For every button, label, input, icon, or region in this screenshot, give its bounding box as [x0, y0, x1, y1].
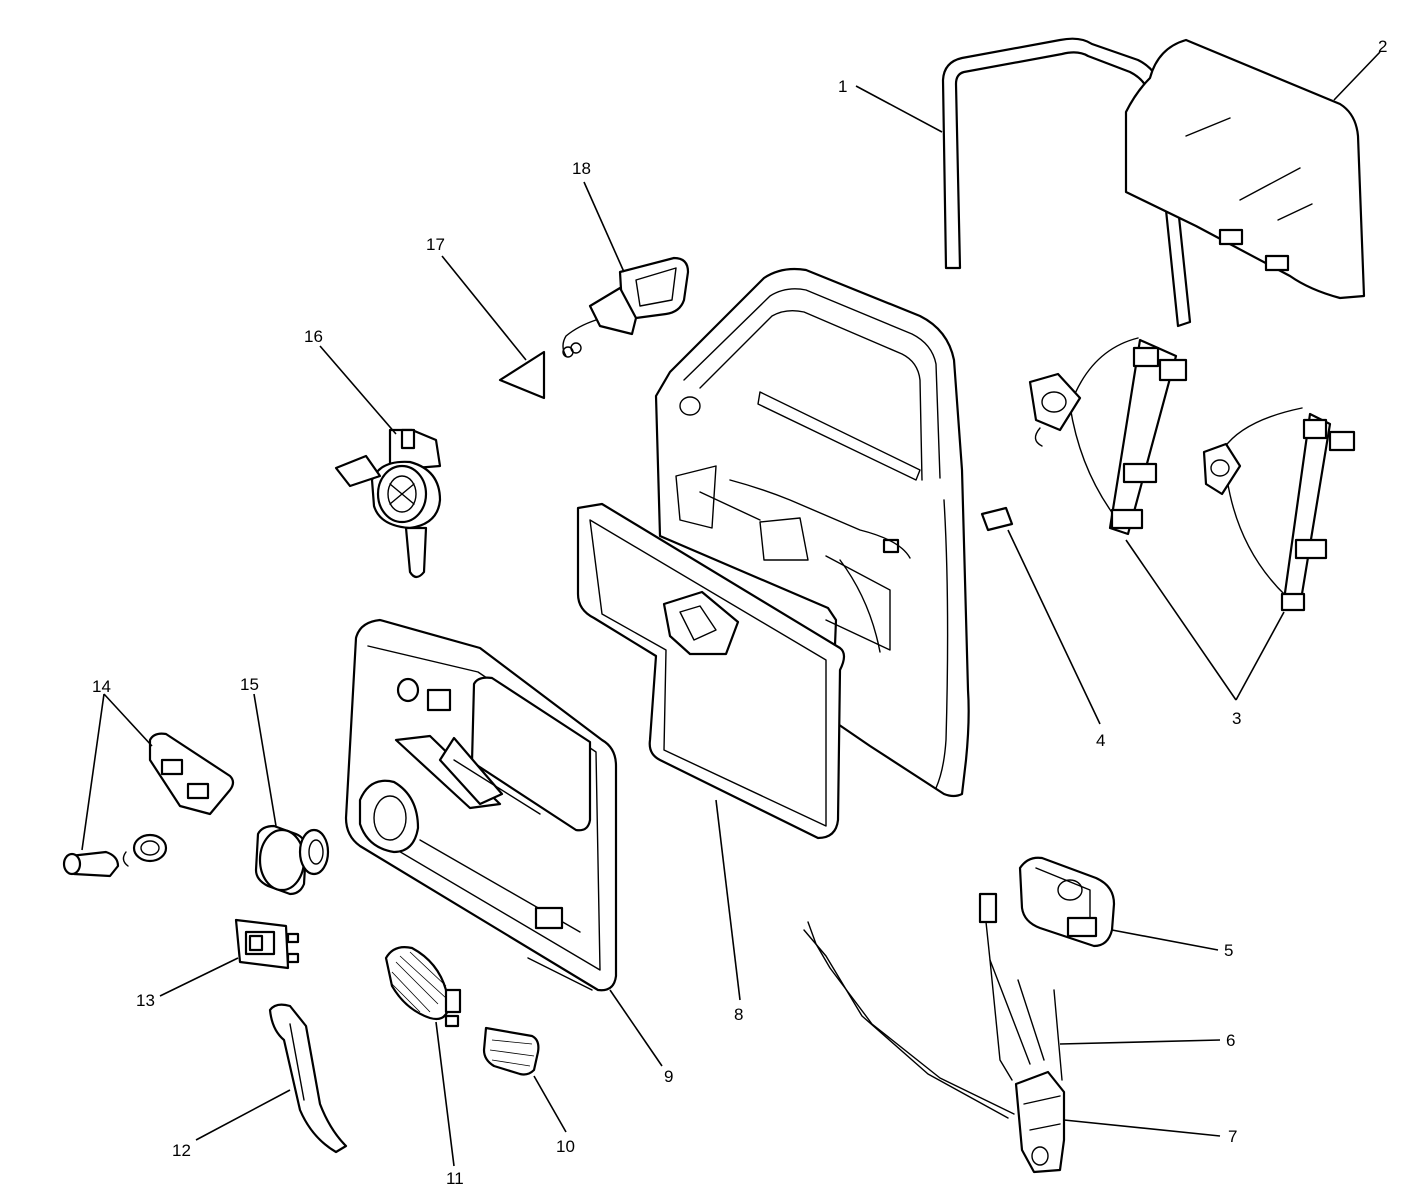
leader-11 [435, 1021, 455, 1167]
callout-17: 17 [426, 235, 445, 254]
leader-3a [1125, 539, 1237, 701]
leader-14a [103, 693, 153, 747]
outside-mirror [562, 256, 690, 358]
leader-3b [1235, 611, 1285, 701]
door-lock-actuator [1018, 856, 1116, 948]
leader-5 [1111, 929, 1219, 951]
leader-7 [1063, 1119, 1221, 1137]
leader-1 [855, 85, 943, 133]
callout-4: 4 [1096, 731, 1105, 750]
window-regulator-front [1028, 337, 1188, 536]
courtesy-lamp-lens [482, 1026, 540, 1076]
leader-13 [159, 957, 239, 997]
callout-7: 7 [1228, 1127, 1237, 1146]
power-window-switch [148, 732, 235, 816]
door-trim-panel [344, 618, 618, 992]
tweeter-speaker-bracket [334, 428, 442, 579]
leader-4 [1007, 529, 1101, 725]
callout-12: 12 [172, 1141, 191, 1160]
callout-8: 8 [734, 1005, 743, 1024]
callout-11: 11 [446, 1169, 464, 1188]
leader-18 [583, 181, 625, 273]
lock-cylinder-parts [62, 833, 168, 878]
mirror-patch-cover [498, 350, 546, 400]
leader-15 [253, 693, 277, 827]
window-run-channel [941, 37, 1192, 328]
callout-14: 14 [92, 677, 111, 696]
callout-2: 2 [1378, 37, 1387, 56]
leader-8 [715, 799, 741, 1001]
callout-16: 16 [304, 327, 323, 346]
water-deflector [576, 502, 846, 840]
door-pull-handle [268, 1003, 348, 1154]
callout-3: 3 [1232, 709, 1241, 728]
leader-2 [1333, 51, 1381, 101]
callout-6: 6 [1226, 1031, 1235, 1050]
door-seal-strip [980, 506, 1014, 532]
callout-5: 5 [1224, 941, 1233, 960]
leader-17 [441, 255, 527, 361]
speaker-grille [384, 946, 462, 1028]
leader-14b [81, 693, 105, 851]
callout-15: 15 [240, 675, 259, 694]
front-speaker [254, 824, 330, 896]
callout-18: 18 [572, 159, 591, 178]
callout-labels: 1 2 3 4 5 6 7 8 9 10 11 12 13 14 15 16 1… [92, 37, 1387, 1188]
window-glass [1124, 38, 1366, 300]
callout-13: 13 [136, 991, 155, 1010]
window-regulator-rear [1202, 407, 1356, 612]
leader-10 [533, 1075, 567, 1133]
lock-wiring-harness [978, 892, 1063, 1081]
callout-1: 1 [838, 77, 847, 96]
door-shell [654, 267, 970, 798]
callout-10: 10 [556, 1137, 575, 1156]
leader-9 [609, 989, 663, 1067]
leader-lines [81, 51, 1381, 1167]
leader-12 [195, 1089, 291, 1141]
mirror-switch [234, 918, 300, 970]
callout-9: 9 [664, 1067, 673, 1086]
leader-16 [319, 345, 397, 435]
door-latch-assembly [803, 921, 1066, 1174]
leader-6 [1059, 1039, 1221, 1045]
